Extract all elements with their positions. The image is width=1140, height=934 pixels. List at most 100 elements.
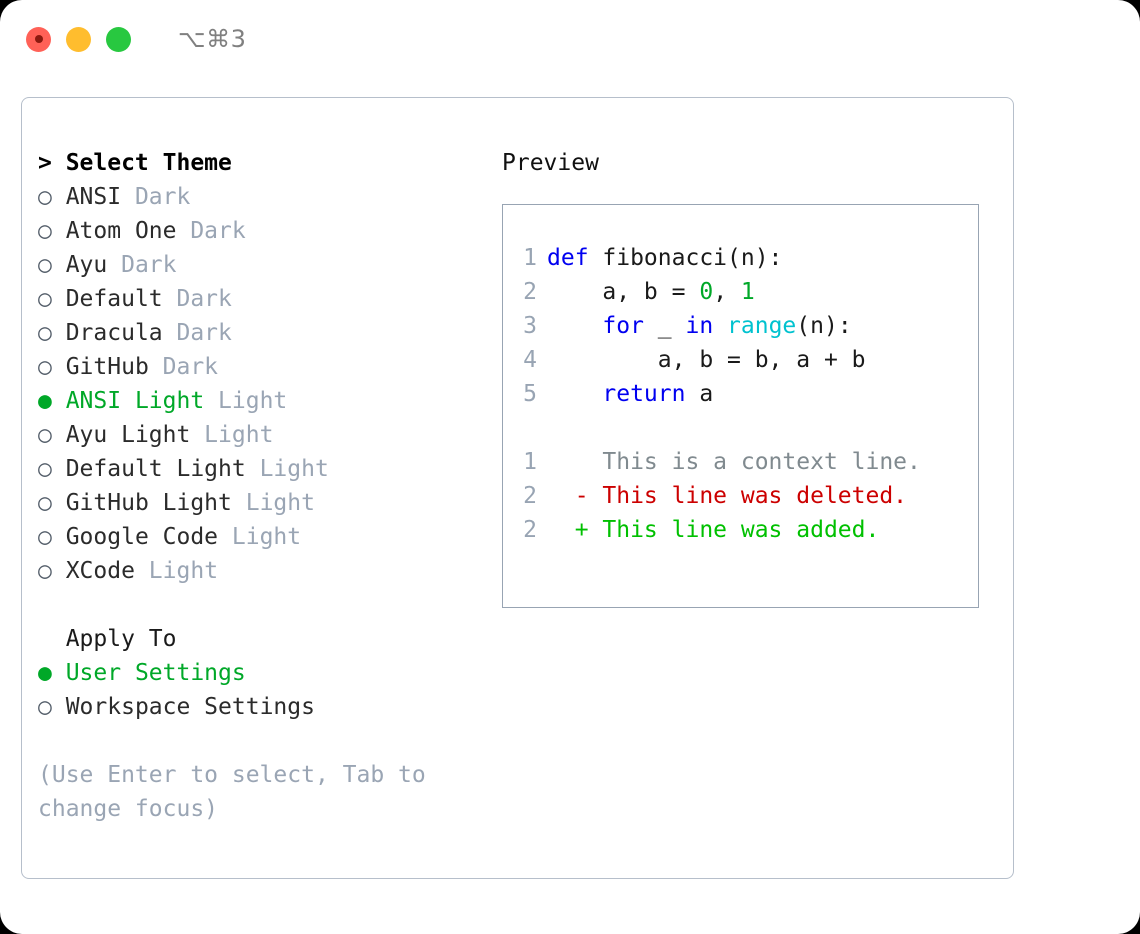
theme-list[interactable]: ○ ANSI Dark○ Atom One Dark○ Ayu Dark○ De… (38, 180, 483, 588)
radio-unselected-icon: ○ (38, 320, 66, 346)
code-token-plain: a (685, 381, 714, 407)
code-token-plain: _ (643, 313, 686, 339)
preview-pane: Preview 1 def fibonacci(n): 2 a, b = 0, 1 3… (502, 146, 992, 608)
diff-line-add: 2 + This line was added. (515, 513, 978, 547)
theme-name: Ayu (65, 252, 108, 278)
code-token-num: 0 (699, 279, 714, 305)
theme-name: Ayu Light (65, 422, 191, 448)
radio-unselected-icon: ○ (38, 456, 66, 482)
close-icon (34, 35, 43, 43)
apply-to-label: Apply To (38, 626, 177, 652)
code-line: 5 return a (515, 377, 978, 411)
code-line: 4 a, b = b, a + b (515, 343, 978, 377)
diff-line-del: 2 - This line was deleted. (515, 479, 978, 513)
keyboard-shortcut-label: ⌥⌘3 (178, 25, 247, 53)
theme-mode-label: Dark (121, 184, 191, 210)
theme-name: GitHub Light (65, 490, 232, 516)
theme-mode-label: Light (204, 388, 288, 414)
theme-selector-pane: > Select Theme ○ ANSI Dark○ Atom One Dar… (38, 146, 483, 826)
code-token-kw: for (602, 313, 644, 339)
theme-option-ayu-light[interactable]: ○ Ayu Light Light (38, 418, 483, 452)
radio-unselected-icon: ○ (38, 694, 66, 720)
theme-name: ANSI (65, 184, 122, 210)
diff-text: This is a context line. (547, 449, 921, 475)
code-token-plain (713, 313, 727, 339)
radio-unselected-icon: ○ (38, 524, 66, 550)
line-number: 2 (523, 279, 537, 305)
theme-option-github-light[interactable]: ○ GitHub Light Light (38, 486, 483, 520)
apply-option-label: Workspace Settings (65, 694, 315, 720)
line-number: 3 (523, 313, 537, 339)
radio-unselected-icon: ○ (38, 218, 66, 244)
code-diff-gap (515, 411, 978, 445)
theme-mode-label: Light (231, 490, 315, 516)
line-number: 2 (523, 517, 537, 543)
apply-option-user-settings[interactable]: ● User Settings (38, 656, 483, 690)
theme-option-dracula[interactable]: ○ Dracula Dark (38, 316, 483, 350)
code-token-plain (547, 313, 602, 339)
radio-unselected-icon: ○ (38, 490, 66, 516)
radio-unselected-icon: ○ (38, 422, 66, 448)
code-token-num: 1 (740, 279, 755, 305)
theme-mode-label: Dark (107, 252, 177, 278)
line-number: 2 (523, 483, 537, 509)
radio-unselected-icon: ○ (38, 558, 66, 584)
code-token-kw: return (602, 381, 686, 407)
line-number: 1 (523, 245, 537, 271)
theme-option-ansi[interactable]: ○ ANSI Dark (38, 180, 483, 214)
line-number: 5 (523, 381, 537, 407)
code-line: 2 a, b = 0, 1 (515, 275, 978, 309)
theme-option-ayu[interactable]: ○ Ayu Dark (38, 248, 483, 282)
maximize-window-button[interactable] (106, 26, 131, 52)
radio-unselected-icon: ○ (38, 184, 66, 210)
preview-title: Preview (502, 150, 599, 176)
list-spacer (38, 588, 483, 622)
theme-mode-label: Dark (176, 218, 246, 244)
keyboard-hint-text: (Use Enter to select, Tab to change focu… (38, 762, 426, 822)
theme-name: Google Code (65, 524, 219, 550)
theme-mode-label: Light (190, 422, 274, 448)
code-token-plain: a, b = (547, 279, 700, 305)
theme-option-ansi-light[interactable]: ● ANSI Light Light (38, 384, 483, 418)
theme-name: XCode (65, 558, 135, 584)
radio-unselected-icon: ○ (38, 286, 66, 312)
theme-option-google-code[interactable]: ○ Google Code Light (38, 520, 483, 554)
minimize-window-button[interactable] (66, 26, 91, 52)
code-line: 1 def fibonacci(n): (515, 241, 978, 275)
theme-option-github[interactable]: ○ GitHub Dark (38, 350, 483, 384)
theme-mode-label: Light (218, 524, 302, 550)
close-window-button[interactable] (26, 26, 51, 52)
radio-selected-icon: ● (38, 388, 66, 414)
title-bar: ⌥⌘3 (0, 0, 1140, 78)
code-token-plain: a, b = b, a + b (547, 347, 866, 373)
theme-name: ANSI Light (65, 388, 205, 414)
main-panel: > Select Theme ○ ANSI Dark○ Atom One Dar… (21, 97, 1014, 879)
theme-option-default-light[interactable]: ○ Default Light Light (38, 452, 483, 486)
code-token-plain (547, 381, 602, 407)
theme-option-atom-one[interactable]: ○ Atom One Dark (38, 214, 483, 248)
theme-mode-label: Dark (162, 286, 232, 312)
theme-name: Default Light (65, 456, 246, 482)
diff-sample: 1 This is a context line.2 - This line w… (515, 445, 978, 547)
apply-option-workspace-settings[interactable]: ○ Workspace Settings (38, 690, 483, 724)
theme-option-default[interactable]: ○ Default Dark (38, 282, 483, 316)
theme-name: Dracula (65, 320, 163, 346)
line-number: 1 (523, 449, 537, 475)
theme-name: Atom One (65, 218, 177, 244)
diff-line-ctx: 1 This is a context line. (515, 445, 978, 479)
apply-to-list[interactable]: ● User Settings○ Workspace Settings (38, 656, 483, 724)
code-token-kw: def (547, 245, 589, 271)
code-token-plain: , (713, 279, 741, 305)
code-token-plain: fibonacci(n): (588, 245, 783, 271)
theme-mode-label: Light (134, 558, 219, 584)
apply-option-label: User Settings (65, 660, 246, 686)
theme-option-xcode[interactable]: ○ XCode Light (38, 554, 483, 588)
radio-unselected-icon: ○ (38, 252, 66, 278)
theme-mode-label: Light (245, 456, 329, 482)
theme-mode-label: Dark (148, 354, 219, 380)
theme-name: Default (65, 286, 163, 312)
diff-text: - This line was deleted. (547, 483, 908, 509)
